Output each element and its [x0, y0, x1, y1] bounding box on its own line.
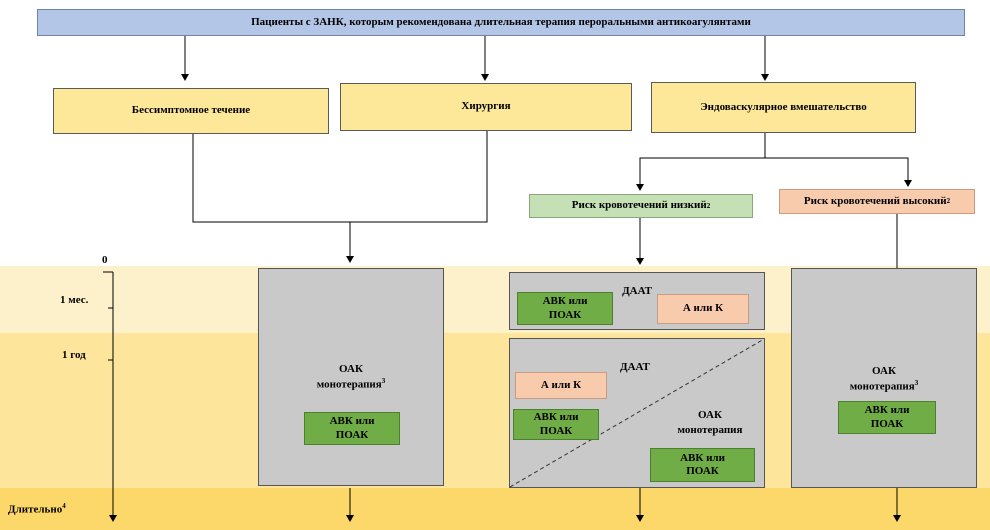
oak-mono-column-1: ОАК монотерапия3 АВК или ПОАК [258, 268, 444, 486]
oak-label-2: ОАК [698, 409, 722, 421]
risk-low-label: Риск кровотечений низкий [571, 199, 707, 212]
vka-doac-box-1: АВК или ПОАК [304, 412, 400, 445]
endovascular-label: Эндоваскулярное вмешательство [700, 100, 867, 113]
timeline-year: 1 год [62, 349, 86, 361]
mono-label-2: монотерапия [677, 424, 743, 436]
daat-label-year: ДААТ [620, 361, 650, 373]
timeline-long-footnote: 4 [62, 502, 66, 510]
risk-high-label: Риск кровотечений высокий [803, 194, 947, 207]
surgery-label: Хирургия [461, 100, 511, 113]
timeline-month: 1 мес. [60, 294, 89, 306]
endovascular-box: Эндоваскулярное вмешательство [651, 82, 916, 133]
header-title: Пациенты с ЗАНК, которым рекомендована д… [251, 15, 751, 28]
header-patients-box: Пациенты с ЗАНК, которым рекомендована д… [37, 9, 965, 36]
oak-label-3: ОАК [872, 365, 896, 377]
risk-low-footnote: 2 [706, 201, 711, 210]
band-long-term [0, 488, 990, 530]
oak-label-1: ОАК [339, 363, 363, 375]
mono-label-3: монотерапия3 [849, 379, 919, 393]
asymptomatic-label: Бессимптомное течение [131, 104, 251, 117]
vka-doac-box-month: АВК или ПОАК [517, 292, 613, 325]
vka-doac-box-3: АВК или ПОАК [838, 401, 936, 434]
a-or-k-box-month: А или К [657, 294, 749, 324]
daat-month-box: ДААТ АВК или ПОАК А или К [509, 272, 765, 330]
surgery-box: Хирургия [340, 83, 632, 131]
vka-doac-box-year-oak: АВК или ПОАК [650, 448, 755, 482]
vka-doac-box-year-daat: АВК или ПОАК [513, 409, 599, 440]
a-or-k-box-year: А или К [515, 372, 607, 399]
daat-label-month: ДААТ [622, 285, 652, 297]
timeline-long-label: Длительно [8, 503, 63, 516]
mono-label-1: монотерапия3 [316, 377, 386, 391]
risk-high-footnote: 2 [946, 197, 951, 206]
timeline-zero: 0 [102, 254, 108, 266]
oak-mono-column-3: ОАК монотерапия3 АВК или ПОАК [791, 268, 977, 488]
daat-to-oak-year-box: ДААТ А или К АВК или ПОАК ОАК монотерапи… [509, 338, 765, 488]
asymptomatic-box: Бессимптомное течение [53, 88, 329, 134]
timeline-long: Длительно4 [8, 502, 66, 517]
